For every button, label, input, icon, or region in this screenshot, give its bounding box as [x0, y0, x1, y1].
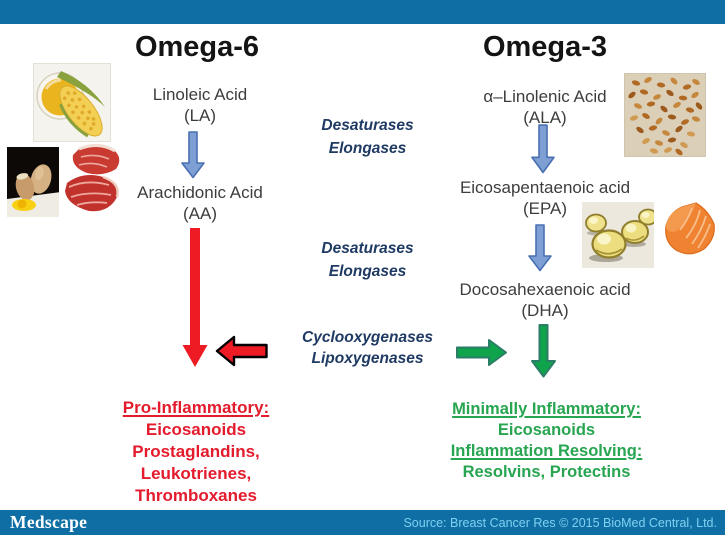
top-bar: [0, 0, 725, 24]
node-arachidonic-acid: Arachidonic Acid (AA): [100, 182, 300, 224]
corn-oil-photo: [33, 63, 111, 142]
pro-inflammatory-line-4: Thromboxanes: [135, 486, 257, 505]
pro-inflammatory-line-3: Leukotrienes,: [140, 464, 252, 483]
node-epa-name: Eicosapentaenoic acid: [459, 178, 631, 197]
blue-down-arrow-la-aa-icon: [181, 131, 205, 179]
green-down-arrow-icon: [531, 324, 556, 378]
enzyme1-line2: Elongases: [328, 140, 407, 157]
node-linoleic-acid: Linoleic Acid (LA): [100, 84, 300, 126]
minimally-inflammatory-title: Minimally Inflammatory:: [452, 400, 641, 418]
blue-down-arrow-ala-epa-icon: [531, 124, 555, 174]
flaxseed-photo: [624, 73, 706, 157]
node-linoleic-acid-name: Linoleic Acid: [152, 85, 248, 104]
enzyme3-line1: Cyclooxygenases: [302, 329, 433, 346]
title-omega-3: Omega-3: [482, 31, 608, 63]
minimally-inflammatory-line: Eicosanoids: [497, 421, 596, 439]
node-arachidonic-acid-abbr: (AA): [183, 204, 217, 223]
enzyme-label-desaturases-elongases-1: Desaturases Elongases: [290, 114, 445, 160]
node-linoleic-acid-abbr: (LA): [183, 106, 217, 125]
title-omega-6: Omega-6: [134, 31, 260, 63]
red-left-arrow-icon: [215, 333, 268, 369]
enzyme1-line1: Desaturases: [321, 117, 414, 134]
node-alpha-linolenic-acid: α–Linolenic Acid (ALA): [445, 86, 645, 128]
pro-inflammatory-line-1: Eicosanoids: [145, 420, 247, 439]
red-meat-photo: [59, 143, 123, 217]
node-epa: Eicosapentaenoic acid (EPA): [425, 177, 665, 219]
node-epa-abbr: (EPA): [522, 199, 568, 218]
red-down-arrow-icon: [182, 228, 208, 368]
node-arachidonic-acid-name: Arachidonic Acid: [137, 183, 263, 202]
enzyme3-line2: Lipoxygenases: [311, 350, 424, 367]
enzyme-label-cyclooxygenases-lipoxygenases: Cyclooxygenases Lipoxygenases: [280, 327, 455, 369]
pro-inflammatory-title: Pro-Inflammatory:: [122, 398, 270, 417]
enzyme-label-desaturases-elongases-2: Desaturases Elongases: [290, 237, 445, 283]
outcome-omega3: Minimally Inflammatory: Eicosanoids Infl…: [424, 399, 669, 483]
footer-bar: Medscape Source: Breast Cancer Res © 201…: [0, 510, 725, 535]
node-dha-abbr: (DHA): [521, 301, 569, 320]
inflammation-resolving-line: Resolvins, Protectins: [462, 463, 631, 481]
node-ala-name: α–Linolenic Acid: [483, 87, 607, 106]
blue-down-arrow-epa-dha-icon: [528, 224, 552, 272]
eggs-photo: [7, 147, 61, 217]
fish-oil-capsules-photo: [582, 202, 654, 268]
source-credit: Source: Breast Cancer Res © 2015 BioMed …: [403, 515, 717, 530]
node-dha: Docosahexaenoic acid (DHA): [425, 279, 665, 321]
node-ala-abbr: (ALA): [523, 108, 567, 127]
enzyme2-line1: Desaturases: [321, 240, 414, 257]
medscape-logo: Medscape: [10, 512, 88, 532]
outcome-pro-inflammatory: Pro-Inflammatory: Eicosanoids Prostaglan…: [86, 397, 306, 507]
green-right-arrow-icon: [456, 337, 508, 368]
inflammation-resolving-title: Inflammation Resolving:: [450, 442, 643, 460]
pro-inflammatory-line-2: Prostaglandins,: [132, 442, 260, 461]
node-dha-name: Docosahexaenoic acid: [459, 280, 631, 299]
enzyme2-line2: Elongases: [328, 263, 407, 280]
salmon-photo: [656, 198, 720, 260]
